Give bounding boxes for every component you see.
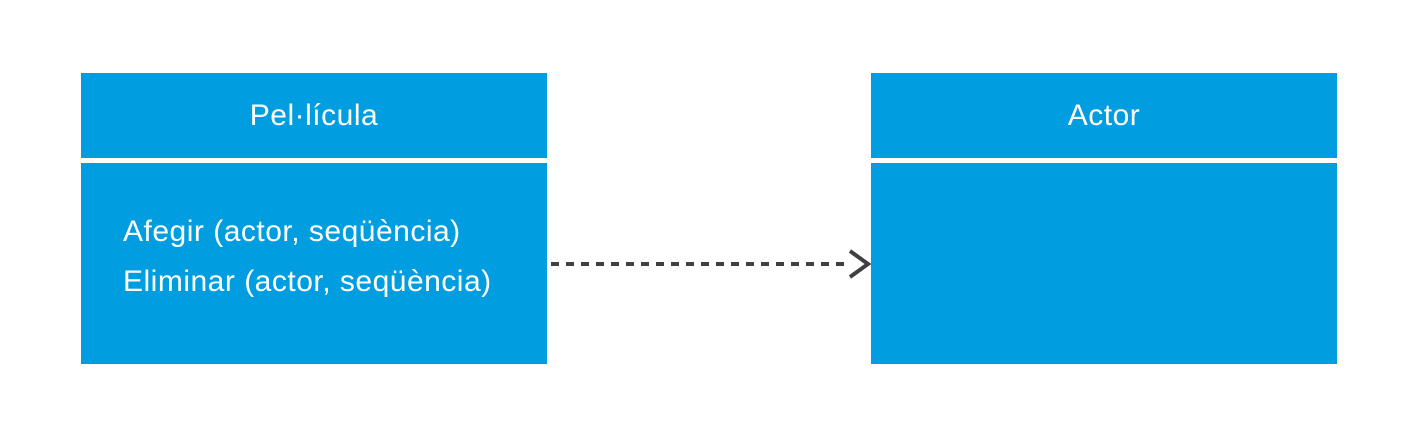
class-divider xyxy=(871,158,1337,163)
class-title-actor: Actor xyxy=(871,73,1337,158)
class-member-afegir: Afegir (actor, seqüència) xyxy=(123,215,461,248)
class-box-pellicula: Pel·lícula Afegir (actor, seqüència) Eli… xyxy=(81,73,547,364)
class-box-actor: Actor xyxy=(871,73,1337,364)
class-title-pellicula: Pel·lícula xyxy=(81,73,547,158)
class-members-actor xyxy=(871,163,1337,364)
class-member-eliminar: Eliminar (actor, seqüència) xyxy=(123,265,492,298)
dependency-arrow xyxy=(551,249,872,279)
dependency-arrowhead xyxy=(848,249,872,279)
class-members-pellicula: Afegir (actor, seqüència) Eliminar (acto… xyxy=(81,163,547,364)
class-divider xyxy=(81,158,547,163)
